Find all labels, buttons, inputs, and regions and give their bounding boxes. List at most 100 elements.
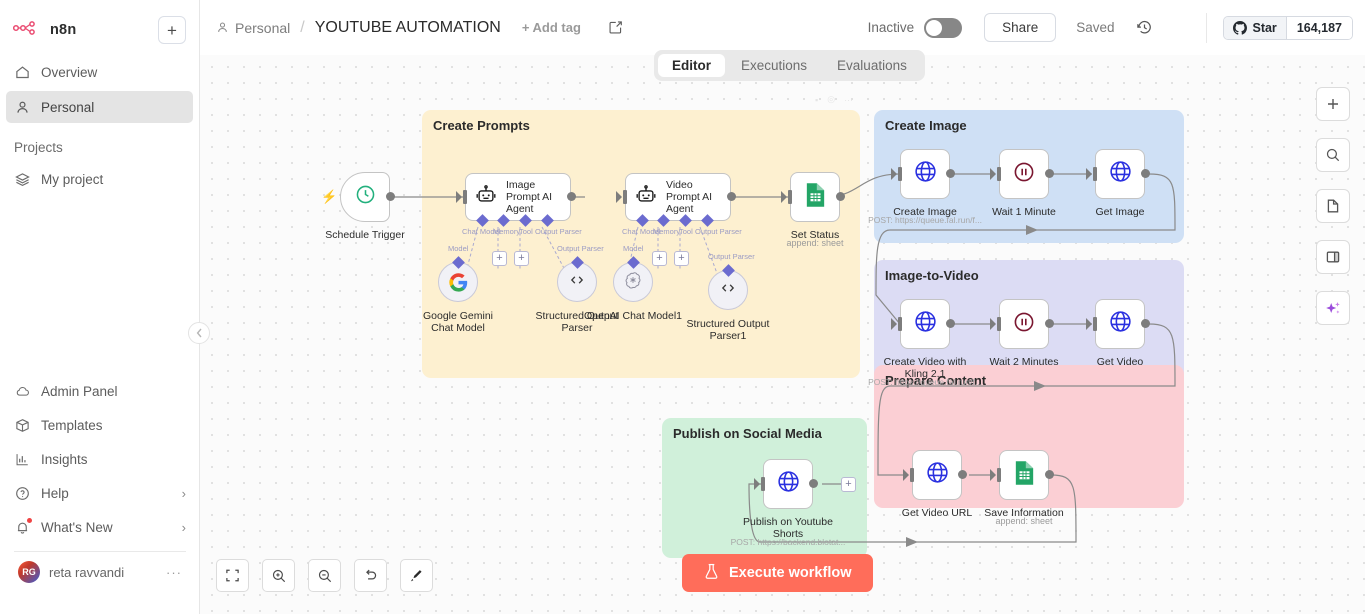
tidy-up-button[interactable] [400, 559, 433, 592]
subnode-openai-chat-model-1[interactable]: OpenAI Chat Model1 Model [584, 244, 682, 322]
sidebar-item-admin-panel[interactable]: Admin Panel [6, 376, 194, 407]
node-box[interactable] [1086, 299, 1150, 349]
reset-zoom-button[interactable] [354, 559, 387, 592]
input-port[interactable] [781, 190, 792, 204]
node-box[interactable] [891, 149, 955, 199]
output-port[interactable] [1141, 169, 1150, 178]
group-create-prompts[interactable]: Create Prompts [422, 110, 860, 378]
zoom-to-fit-button[interactable] [216, 559, 249, 592]
input-port[interactable] [990, 167, 1001, 181]
tab-evaluations[interactable]: Evaluations [837, 58, 907, 73]
tab-editor[interactable]: Editor [658, 54, 725, 77]
node-box[interactable] [891, 299, 955, 349]
add-node-button[interactable]: + [841, 477, 856, 492]
breadcrumb-project[interactable]: Personal [216, 20, 290, 36]
output-port[interactable] [727, 192, 736, 201]
add-tag-button[interactable]: + Add tag [521, 20, 581, 35]
add-tool-button[interactable]: + [674, 251, 689, 266]
node-box[interactable] [340, 172, 395, 222]
tab-executions[interactable]: Executions [741, 58, 808, 73]
node-image-prompt-ai-agent[interactable]: Image Prompt AI Agent Chat Model Memory … [456, 173, 582, 266]
node-get-image[interactable]: Get Image [1086, 149, 1150, 218]
output-port[interactable] [946, 169, 955, 178]
add-memory-button[interactable]: + [652, 251, 667, 266]
output-port[interactable] [1141, 319, 1150, 328]
input-port[interactable] [891, 317, 902, 331]
sidebar-item-my-project[interactable]: My project [6, 163, 193, 195]
node-box[interactable] [990, 450, 1054, 500]
output-port[interactable] [1045, 169, 1054, 178]
zoom-out-button[interactable] [308, 559, 341, 592]
panel-toggle-button[interactable] [1316, 240, 1350, 274]
input-port[interactable] [616, 190, 627, 204]
node-box[interactable] [1086, 149, 1150, 199]
node-box[interactable]: Video Prompt AI Agent [616, 173, 736, 221]
github-star-button[interactable]: Star [1224, 16, 1286, 39]
more-options-button[interactable]: ellipsis-icon [1173, 24, 1186, 32]
output-port[interactable] [958, 470, 967, 479]
ellipsis-icon[interactable]: ··· [166, 564, 182, 580]
subnode-structured-output-parser-1[interactable]: Structured Output Parser1 Output Parser [687, 252, 770, 342]
history-icon[interactable] [1136, 19, 1153, 36]
sidebar-collapse-button[interactable] [188, 322, 210, 344]
input-port[interactable] [903, 468, 914, 482]
node-wait-1-minute[interactable]: Wait 1 Minute [990, 149, 1056, 218]
sidebar-item-templates[interactable]: Templates [6, 410, 194, 441]
subnode-google-gemini-chat-model[interactable]: Google Gemini Chat Model Model [423, 244, 493, 334]
node-schedule-trigger[interactable]: ⚡ Schedule Trigger [321, 172, 405, 241]
github-star-count: 164,187 [1285, 16, 1352, 39]
page-title[interactable]: YOUTUBE AUTOMATION [314, 18, 501, 36]
github-star-widget[interactable]: Star 164,187 [1223, 15, 1353, 40]
create-new-button[interactable]: + [158, 16, 186, 44]
node-publish-on-youtube-shorts[interactable]: Publish on Youtube Shorts POST: https://… [731, 459, 856, 547]
node-create-image[interactable]: Create Image POST: https://queue.fal.run… [868, 149, 982, 225]
output-port[interactable] [1045, 319, 1054, 328]
output-port[interactable] [1045, 470, 1054, 479]
node-create-video-with-kling[interactable]: Create Video with Kling 2.1 POST: https:… [868, 299, 982, 387]
node-box[interactable] [990, 299, 1054, 349]
subnode-structured-output-parser[interactable]: Structured Output Parser Output Parser [536, 244, 619, 334]
output-port[interactable] [946, 319, 955, 328]
node-box[interactable]: Image Prompt AI Agent [456, 173, 576, 221]
node-get-video[interactable]: Get Video [1086, 299, 1150, 368]
share-button[interactable]: Share [984, 13, 1057, 42]
output-port[interactable] [567, 192, 576, 201]
sidebar-item-insights[interactable]: Insights [6, 444, 194, 475]
node-set-status[interactable]: Set Status append: sheet [781, 172, 845, 248]
add-tool-button[interactable]: + [514, 251, 529, 266]
node-box[interactable] [990, 149, 1054, 199]
node-box[interactable] [903, 450, 967, 500]
output-port[interactable] [836, 192, 845, 201]
input-port[interactable] [990, 468, 1001, 482]
node-wait-2-minutes[interactable]: Wait 2 Minutes [989, 299, 1059, 368]
node-label: Set Status [790, 229, 840, 241]
ai-assistant-button[interactable] [1316, 291, 1350, 325]
execute-workflow-button[interactable]: Execute workflow [682, 554, 874, 592]
node-box[interactable] [781, 172, 845, 222]
node-box[interactable] [754, 459, 818, 509]
sticky-note-button[interactable] [1316, 189, 1350, 223]
node-video-prompt-ai-agent[interactable]: Video Prompt AI Agent Chat Model Memory … [616, 173, 742, 266]
activation-toggle[interactable] [924, 17, 963, 38]
output-port[interactable] [809, 479, 818, 488]
sidebar-item-overview[interactable]: Overview [6, 56, 193, 88]
sidebar-item-whats-new[interactable]: What's New › [6, 512, 194, 543]
workflow-canvas[interactable]: ▪◎··· Create Prompts Create Image Image-… [200, 55, 1365, 614]
input-port[interactable] [891, 167, 902, 181]
node-save-information[interactable]: Save Information append: sheet [984, 450, 1064, 526]
edit-square-icon[interactable] [608, 20, 623, 35]
sidebar-item-help[interactable]: Help › [6, 478, 194, 509]
zoom-in-button[interactable] [262, 559, 295, 592]
add-node-button[interactable] [1316, 87, 1350, 121]
sidebar-item-personal[interactable]: Personal [6, 91, 193, 123]
user-menu[interactable]: RG reta ravvandi ··· [6, 558, 194, 586]
input-port[interactable] [456, 190, 467, 204]
search-button[interactable] [1316, 138, 1350, 172]
output-port[interactable] [386, 192, 395, 201]
input-port[interactable] [990, 317, 1001, 331]
input-port[interactable] [1086, 317, 1097, 331]
input-port[interactable] [754, 477, 765, 491]
node-get-video-url[interactable]: Get Video URL [902, 450, 972, 519]
add-memory-button[interactable]: + [492, 251, 507, 266]
input-port[interactable] [1086, 167, 1097, 181]
